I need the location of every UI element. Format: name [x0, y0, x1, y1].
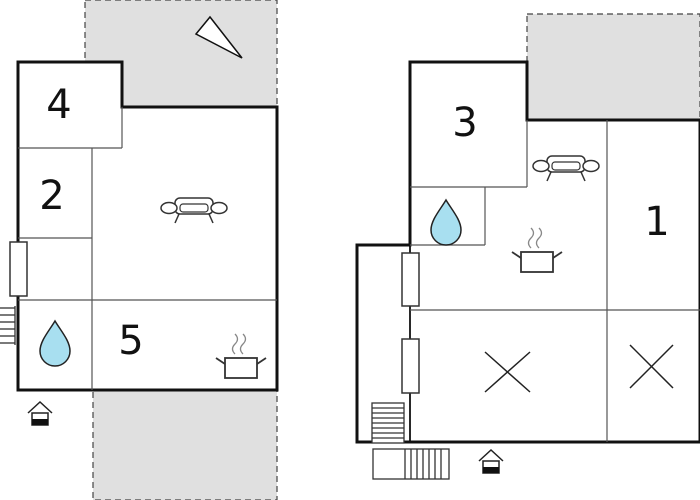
room-1-number: 1 — [644, 199, 669, 245]
stairs-icon — [371, 402, 405, 444]
terrace-top-right — [526, 13, 700, 121]
stairs-icon — [0, 306, 16, 345]
terrace-bottom-left — [92, 389, 278, 500]
room-3-number: 3 — [452, 100, 477, 146]
entrance-house-icon — [27, 401, 53, 426]
room-2-number: 2 — [39, 173, 64, 219]
compass-north-arrow-icon — [194, 15, 243, 59]
right-inner-walls — [410, 120, 700, 442]
left-unit: 4 2 5 — [0, 0, 279, 500]
stairs-icon — [372, 448, 450, 480]
bedroom-cross-icon — [484, 351, 531, 393]
left-inner-walls — [18, 107, 277, 390]
room-4-number: 4 — [46, 82, 71, 128]
room-5-number: 5 — [118, 318, 143, 364]
radiator-icon — [401, 252, 420, 307]
bedroom-cross-icon — [629, 344, 674, 389]
left-outer-wall — [16, 60, 279, 392]
radiator-icon — [9, 241, 28, 297]
radiator-icon — [401, 338, 420, 394]
right-unit: 3 1 — [355, 13, 700, 480]
entrance-house-icon — [478, 449, 504, 474]
